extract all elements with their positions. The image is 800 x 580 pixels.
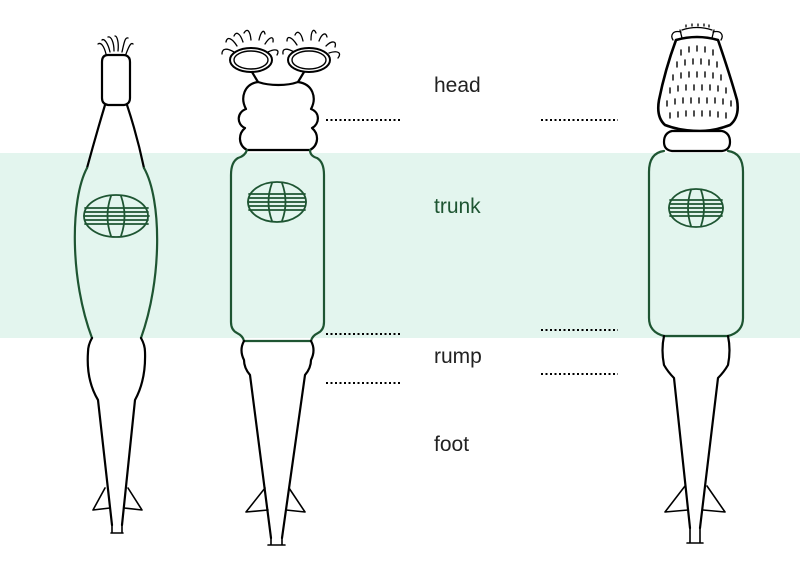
rotifer-lateral-view <box>647 23 745 544</box>
head-segment <box>656 35 739 133</box>
trunk-region-band <box>0 153 800 338</box>
trunk-segment <box>229 148 326 343</box>
trunk-segment <box>73 166 159 340</box>
foot-toes <box>245 487 306 546</box>
rump-foot-outline <box>240 339 315 540</box>
neck-segment <box>662 129 732 153</box>
trunk-segment <box>647 149 745 338</box>
neck-outline <box>85 103 146 170</box>
rump-foot-outline <box>86 336 147 527</box>
leader-lines <box>326 119 618 384</box>
rotifer-dorsal-view <box>73 35 159 534</box>
rotifer-ventral-view <box>221 29 341 546</box>
label-foot: foot <box>434 433 470 456</box>
label-rump: rump <box>434 345 482 368</box>
head-segment <box>100 53 132 107</box>
corona-stalks <box>250 70 306 84</box>
label-head: head <box>434 74 481 97</box>
head-segment <box>237 80 319 152</box>
rump-foot-outline <box>661 334 731 530</box>
mastax-organ <box>247 181 307 223</box>
foot-toes <box>664 485 726 544</box>
head-stipple <box>666 45 732 119</box>
foot-toes <box>92 487 143 534</box>
corona-cilia <box>671 23 723 41</box>
left-corona <box>221 29 279 73</box>
mastax-organ <box>83 194 150 238</box>
label-trunk: trunk <box>434 195 481 218</box>
right-corona <box>282 29 341 73</box>
corona-cilia <box>97 35 134 55</box>
mastax-organ <box>668 188 724 228</box>
